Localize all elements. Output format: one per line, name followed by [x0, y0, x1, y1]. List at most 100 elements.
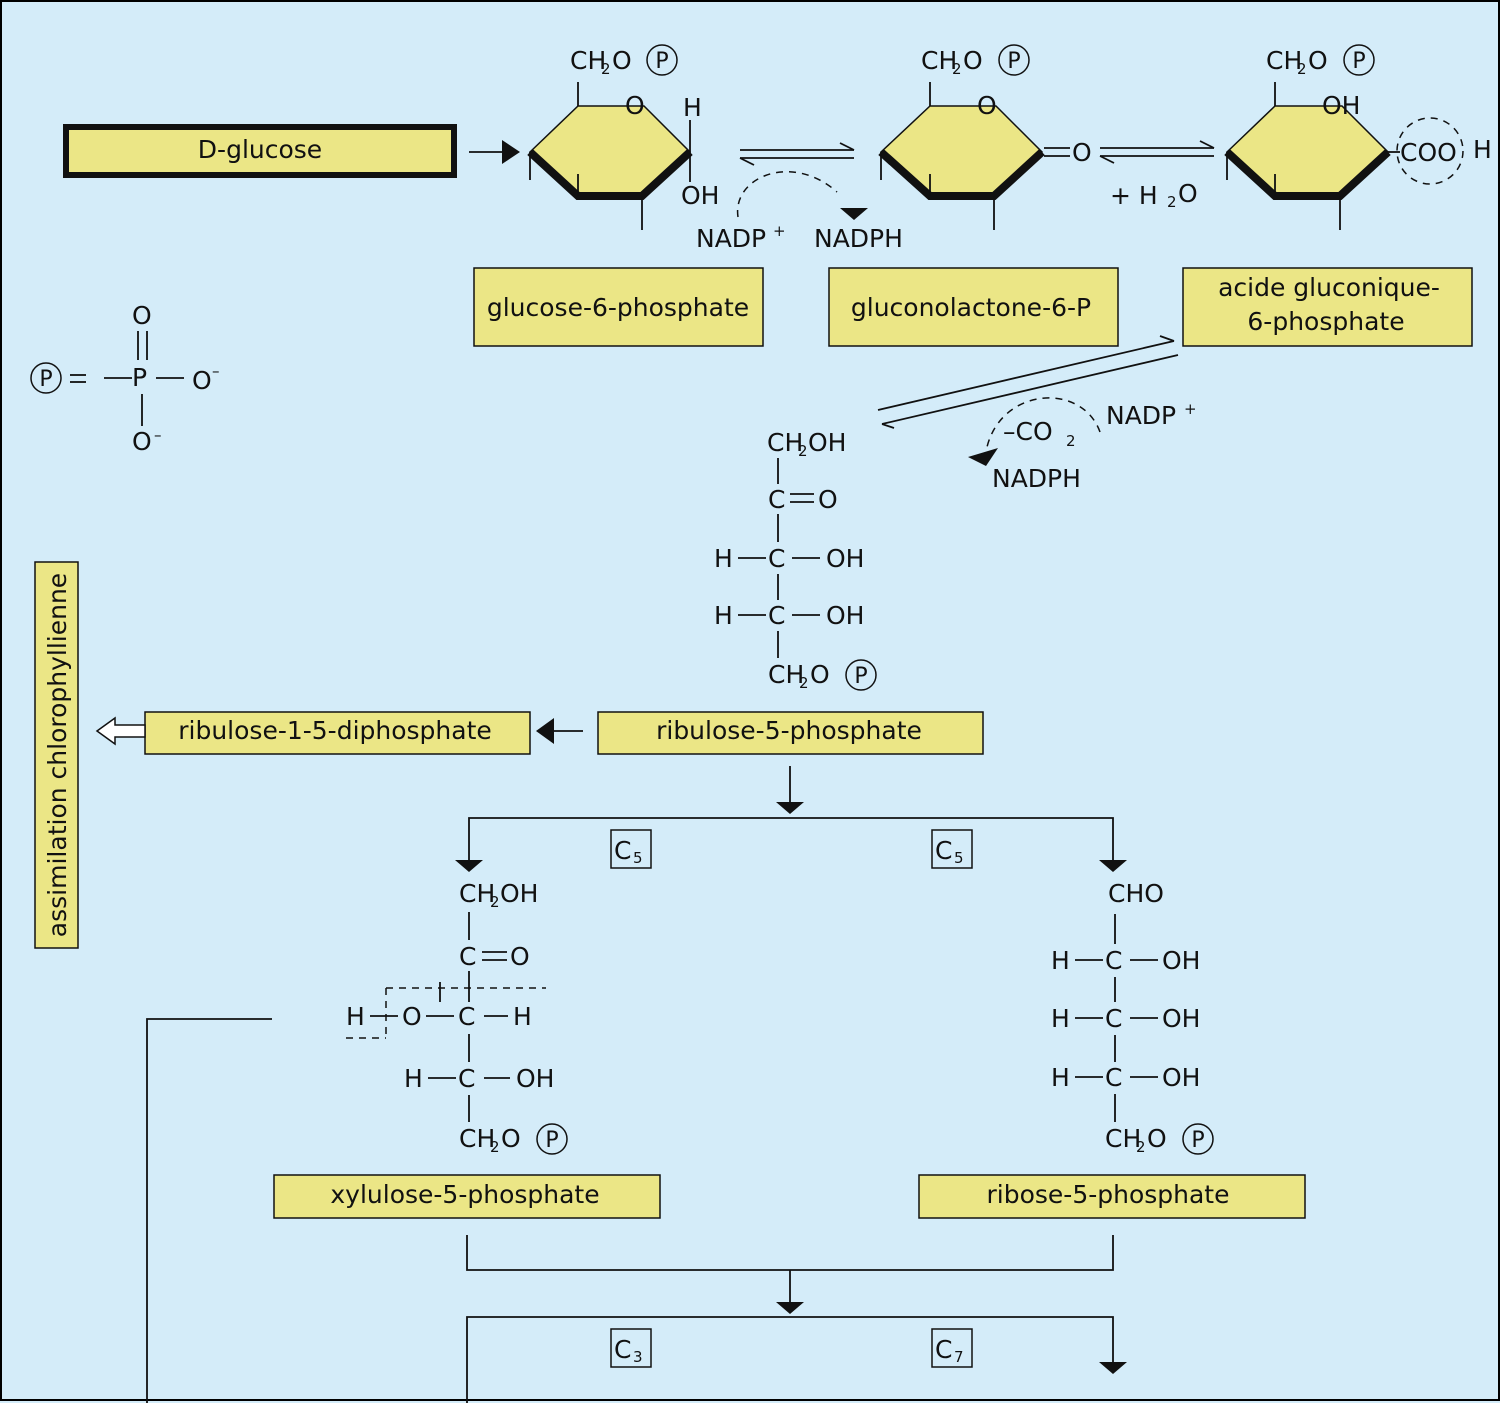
c5-tag-left: C — [614, 836, 631, 865]
ch2o-o: O — [1308, 46, 1328, 75]
ch2o-prefix: CH — [1105, 1124, 1141, 1153]
ribulose-15dp-label: ribulose-1-5-diphosphate — [178, 716, 492, 745]
nadph-label: NADPH — [992, 464, 1081, 493]
oh-label: OH — [1162, 946, 1200, 975]
ch2oh-oh: OH — [808, 428, 846, 457]
phosphate-p: P — [1191, 1128, 1204, 1153]
ring-oxygen: O — [625, 91, 645, 120]
ribulose-5-phosphate-box: ribulose-5-phosphate — [597, 711, 984, 755]
legend-minus: – — [212, 362, 220, 380]
oh-label: OH — [826, 544, 864, 573]
legend-top-o: O — [132, 301, 152, 330]
nadp-plus-sign: + — [1184, 400, 1197, 418]
equilibrium-g6p-lactone: NADP + NADPH — [696, 142, 903, 253]
phosphate-p: P — [655, 49, 668, 74]
ch2o-prefix: CH — [570, 46, 606, 75]
assimilation-label-box: assimilation chlorophyllienne — [34, 561, 79, 949]
ch2o-o: O — [810, 660, 830, 689]
nadph-arrowhead — [840, 208, 868, 220]
c5-tag-right: C — [935, 836, 952, 865]
carbon: C — [768, 544, 785, 573]
ch2o-prefix: CH — [1266, 46, 1302, 75]
subscript-2: 2 — [601, 60, 611, 78]
gluconolactone-box: gluconolactone-6-P — [828, 267, 1119, 347]
carbon: C — [768, 485, 785, 514]
ch2o-o: O — [1147, 1124, 1167, 1153]
c7-tag: C — [935, 1335, 952, 1364]
subscript-2: 2 — [490, 1138, 500, 1156]
phosphate-p: P — [854, 664, 867, 689]
ribulose-structure: CH 2 OH C O H C OH H C OH CH 2 O P — [714, 428, 877, 692]
c3-sub: 3 — [633, 1348, 643, 1366]
nadph-arrowhead — [968, 448, 998, 466]
phosphate-circle — [1343, 44, 1375, 76]
ring-oxygen: O — [977, 91, 997, 120]
nadp-plus-sign: + — [773, 222, 786, 240]
legend-right-o: O — [192, 366, 212, 395]
oh-label: OH — [1162, 1063, 1200, 1092]
legend-p-symbol: P — [39, 367, 52, 392]
c3-tag: C — [614, 1335, 631, 1364]
d-glucose-label: D-glucose — [198, 135, 322, 164]
gluconic-acid-box: acide gluconique- 6-phosphate — [1182, 267, 1473, 347]
coo-label: COO — [1400, 138, 1457, 167]
c5-sub-right: 5 — [954, 849, 964, 867]
phosphate-circle — [646, 44, 678, 76]
phosphate-p: P — [1007, 49, 1020, 74]
phosphate-legend: P O P O – O – — [30, 301, 220, 456]
water-label: + H — [1110, 181, 1158, 210]
oh-label: OH — [826, 601, 864, 630]
carbon: C — [458, 1002, 475, 1031]
c7-sub: 7 — [954, 1348, 964, 1366]
phosphate-circle — [845, 659, 877, 691]
ribulose-15-diphosphate-box: ribulose-1-5-diphosphate — [144, 711, 531, 755]
ch2oh-prefix: CH — [459, 879, 495, 908]
h-label: H — [714, 544, 733, 573]
ch2o-o: O — [501, 1124, 521, 1153]
h-label: H — [1473, 135, 1492, 164]
legend-bottom-o: O — [132, 427, 152, 456]
xylulose-structure: CH 2 OH C O H O C H H C OH CH 2 O P — [346, 879, 568, 1156]
carbon: C — [459, 942, 476, 971]
carbonyl-o: O — [818, 485, 838, 514]
oh-label: OH — [516, 1064, 554, 1093]
carbon: C — [1105, 946, 1122, 975]
h-label: H — [404, 1064, 423, 1093]
merge-transketolase: C 3 C 7 — [466, 1235, 1127, 1403]
nadph-label: NADPH — [814, 224, 903, 253]
hydroxyl-o: O — [402, 1002, 422, 1031]
h-label: H — [1051, 946, 1070, 975]
legend-minus: – — [154, 426, 162, 444]
cho-label: CHO — [1108, 879, 1164, 908]
ring-gluconolactone: O CH 2 O P O — [878, 44, 1092, 230]
h-label: H — [1051, 1004, 1070, 1033]
water-subscript: 2 — [1167, 193, 1177, 211]
carbonyl-o: O — [510, 942, 530, 971]
left-connector-line — [146, 1018, 272, 1403]
ribose-structure: CHO H C OH H C OH H C OH CH 2 O P — [1051, 879, 1214, 1156]
ch2o-prefix: CH — [921, 46, 957, 75]
h-label: H — [714, 601, 733, 630]
co2-label: –CO — [1003, 417, 1053, 446]
phosphate-circle — [1182, 1123, 1214, 1155]
subscript-2: 2 — [490, 893, 500, 911]
carbon: C — [458, 1064, 475, 1093]
ch2o-prefix: CH — [768, 660, 804, 689]
gluconic-label-line1: acide gluconique- — [1218, 273, 1440, 302]
subscript-2: 2 — [799, 674, 809, 692]
h-label: H — [513, 1002, 532, 1031]
ch2o-prefix: CH — [459, 1124, 495, 1153]
ring-glucose-6-phosphate: CH 2 O P O H OH — [527, 44, 719, 230]
ch2oh-oh: OH — [500, 879, 538, 908]
ch2oh-prefix: CH — [767, 428, 803, 457]
ribose-5p-label: ribose-5-phosphate — [987, 1180, 1230, 1209]
arrow-ribulose5p-to-15dp — [536, 718, 583, 744]
subscript-2: 2 — [1297, 60, 1307, 78]
equilibrium-lactone-gluconic: + H 2 O — [1099, 140, 1215, 211]
assimilation-label: assimilation chlorophyllienne — [43, 573, 72, 937]
phosphate-p: P — [545, 1128, 558, 1153]
carbon: C — [768, 601, 785, 630]
hollow-arrow-to-assimilation — [95, 716, 146, 746]
